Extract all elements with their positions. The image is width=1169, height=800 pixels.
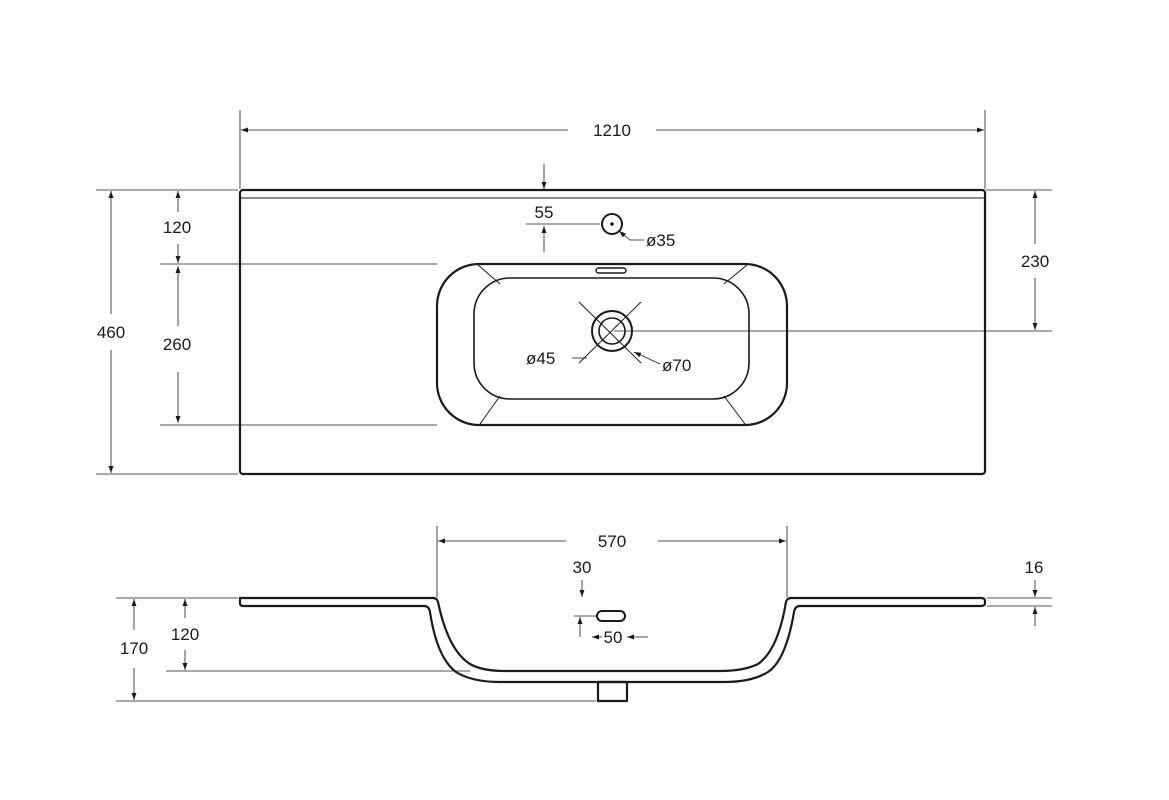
dim-basin-width: 570 [598,532,626,551]
dim-tap-hole: ø35 [646,231,675,250]
dim-basin-depth: 260 [163,335,191,354]
basin-inner-outline [473,277,750,400]
dim-deck-thickness: 16 [1025,558,1044,577]
dim-drain-outer: ø70 [662,356,691,375]
dim-overflow-offset: 30 [573,558,592,577]
leader-line [633,351,661,365]
basin-outer-outline [435,262,789,427]
basin-corner-line [479,395,501,425]
leader-line [618,230,644,241]
dim-drain-inner: ø45 [526,349,555,368]
drain-diagonal [578,301,642,364]
overflow-slot-side [596,610,626,622]
top-view: 1210 460 120 260 55 ø35 230 ø45 ø70 [96,110,1052,476]
basin-profile [238,596,987,684]
dim-drain-center: 230 [1021,252,1049,271]
countertop-outline [238,188,987,476]
basin-corner-line [723,264,748,285]
side-view: 570 30 50 16 170 120 [116,526,1052,703]
dim-rim-to-basin: 120 [163,218,191,237]
basin-corner-line [723,395,746,425]
dim-overall-width: 1210 [593,121,631,140]
tap-hole [601,213,623,235]
dim-total-height: 170 [120,639,148,658]
dim-basin-height: 120 [171,625,199,644]
drain-pipe [596,680,629,703]
tap-hole-center [610,222,614,226]
dim-overall-depth: 460 [97,323,125,342]
dim-overflow-height: 50 [604,628,623,647]
overflow-slot [595,267,627,274]
dim-tap-offset: 55 [535,203,554,222]
basin-corner-line [477,264,501,285]
